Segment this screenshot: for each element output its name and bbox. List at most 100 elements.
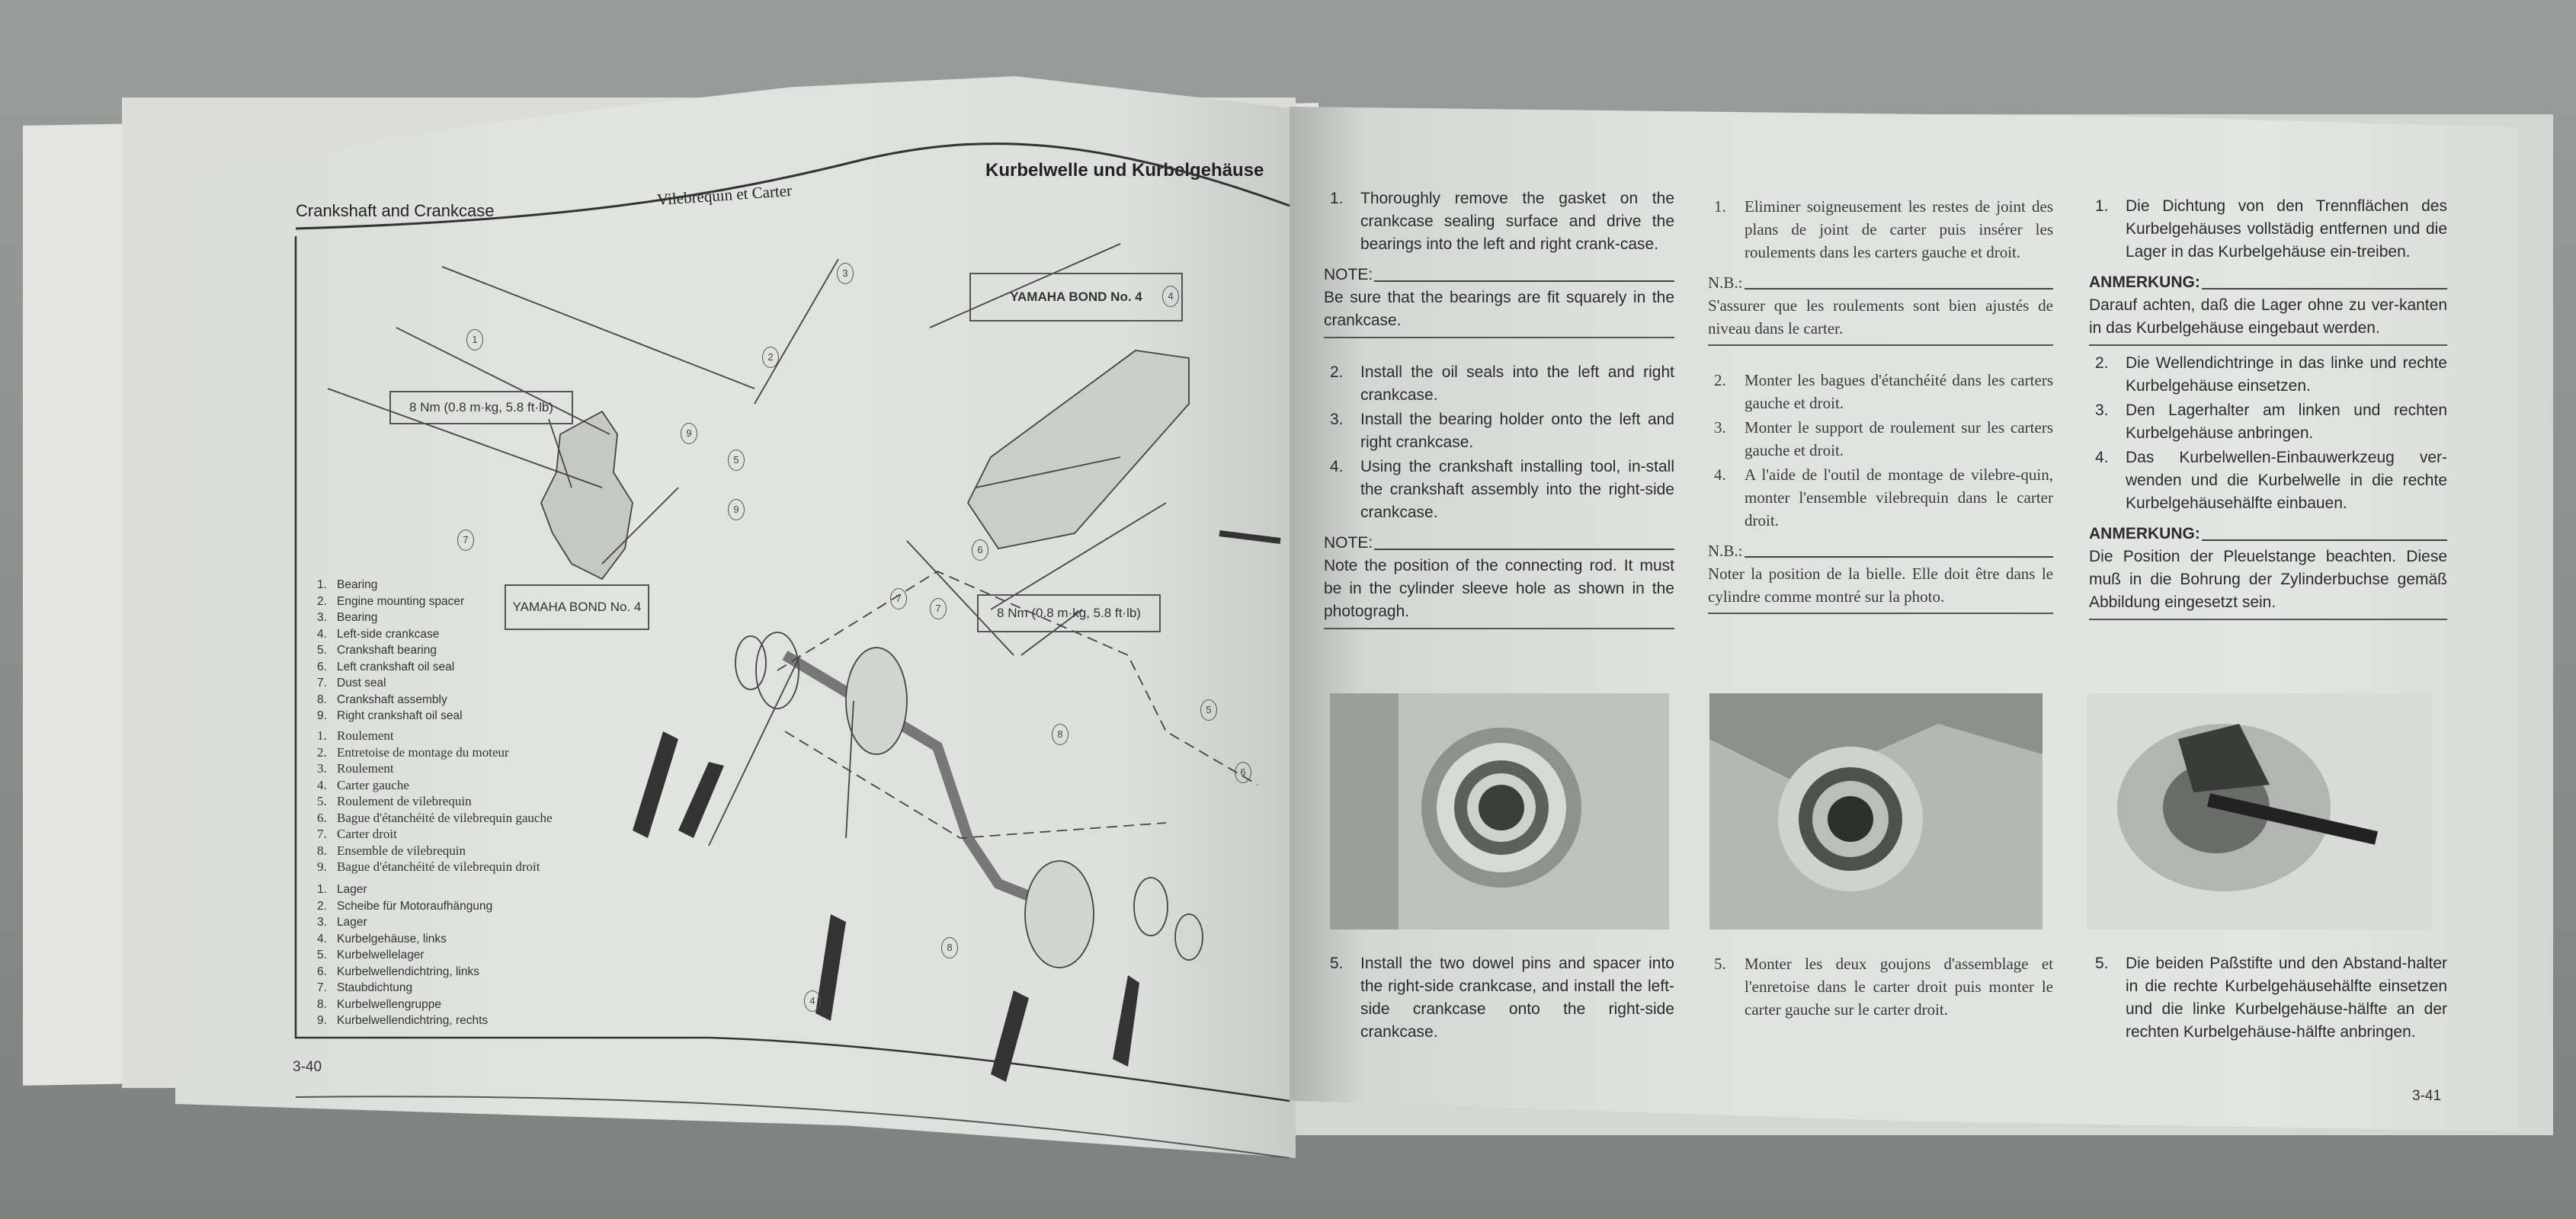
- note-text: Be sure that the bearings are fit square…: [1324, 286, 1674, 338]
- legend-item: 1.Lager: [317, 881, 744, 898]
- legend-label: Left-side crankcase: [337, 627, 440, 641]
- step-number: 4.: [2095, 449, 2109, 466]
- note-text: Darauf achten, daß die Lager ohne zu ver…: [2089, 294, 2447, 346]
- legend-item: 1.Roulement: [317, 728, 744, 744]
- step-1-text: Eliminer soigneusement les restes de joi…: [1745, 197, 2053, 261]
- legend-label: Bearing: [337, 611, 378, 624]
- legend-label: Carter droit: [337, 827, 397, 841]
- legend-item: 5.Kurbelwellelager: [317, 947, 744, 964]
- legend-number: 7.: [317, 827, 327, 841]
- legend-item: 2. Engine mounting spacer: [317, 594, 744, 610]
- step-3-text: Install the bearing holder onto the left…: [1360, 411, 1674, 451]
- photo-oil-seal-installed: [1709, 693, 2043, 929]
- legend-item: 1.Bearing: [317, 577, 744, 594]
- note-label: ANMERKUNG:: [2089, 525, 2200, 542]
- note-label: ANMERKUNG:: [2089, 274, 2200, 291]
- note-text: S'assurer que les roulements sont bien a…: [1708, 294, 2053, 346]
- legend-label: Staubdichtung: [337, 981, 413, 994]
- legend-number: 5.: [317, 644, 327, 657]
- footer-rule: [295, 1096, 1290, 1158]
- step-number: 4.: [1330, 458, 1344, 475]
- instructions-french: 1. Eliminer soigneusement les restes de j…: [1708, 195, 2053, 637]
- header-english: Crankshaft and Crankcase: [296, 201, 495, 220]
- legend-item: 2.Scheibe für Motoraufhängung: [317, 898, 744, 915]
- callout-number: 6: [1235, 762, 1251, 783]
- tool-drawings: [633, 731, 1139, 1082]
- legend-item: 3. Bearing: [317, 610, 744, 626]
- note-label: NOTE:: [1324, 534, 1373, 552]
- step-number: 1.: [1330, 190, 1344, 207]
- legend-number: 6.: [317, 965, 327, 978]
- step-number: 3.: [1714, 418, 1726, 437]
- callout-number: 5: [1200, 699, 1217, 721]
- legend-label: Lager: [337, 916, 367, 929]
- legend-label: Entretoise de montage du moteur: [337, 744, 509, 760]
- legend-label: Carter gauche: [337, 777, 409, 792]
- legend-number: 6.: [317, 810, 327, 825]
- legend-item: 9. Kurbelwellendichtring, rechts: [317, 1013, 744, 1029]
- legend-item: 3.Roulement: [317, 760, 744, 777]
- legend-number: 2.: [317, 594, 327, 608]
- legend-label: Roulement: [337, 761, 394, 776]
- legend-label: Kurbelwellendichtring, links: [337, 965, 479, 978]
- step-number: 2.: [1330, 363, 1344, 381]
- legend-number: 5.: [317, 949, 327, 961]
- step-number: 5.: [2095, 955, 2109, 972]
- step-2-text: Die Wellendichtringe in das linke und re…: [2126, 354, 2447, 395]
- tool-handle-icon: [633, 731, 678, 838]
- step-number: 3.: [2095, 402, 2109, 419]
- legend-number: 1.: [317, 578, 327, 591]
- legend-item: 4.Kurbelgehäuse, links: [317, 931, 744, 948]
- legend-label: Roulement: [337, 728, 394, 743]
- photo-crankshaft-tool: [2087, 693, 2431, 929]
- legend-label: Kurbelwellendichtring, rechts: [337, 1014, 489, 1027]
- legend-label: Crankshaft bearing: [337, 644, 437, 657]
- legend-item: 5. Crankshaft bearing: [317, 642, 744, 659]
- legend-item: 4. Left-side crankcase: [317, 626, 744, 643]
- legend-number: 3.: [317, 611, 327, 624]
- step-5-english: 5.Install the two dowel pins and spacer …: [1324, 952, 1674, 1045]
- left-page: [175, 76, 1296, 1158]
- legend-number: 6.: [317, 660, 327, 673]
- left-crankcase-drawing: [540, 410, 633, 581]
- legend-item: 6. Bague d'étanchéité de vilebrequin gauc…: [317, 810, 744, 827]
- step-number: 2.: [1714, 371, 1726, 389]
- step-2-text: Monter les bagues d'étanchéité dans les …: [1745, 371, 2053, 412]
- legend-number: 4.: [317, 627, 327, 641]
- legend-label: Kurbelgehäuse, links: [337, 932, 447, 945]
- legend-number: 5.: [317, 794, 327, 808]
- callout-number: 9: [681, 423, 697, 444]
- callout-number: 8: [1052, 724, 1069, 745]
- step-4-text: Das Kurbelwellen-Einbauwerkzeug ver-wend…: [2126, 449, 2447, 512]
- step-number: 5.: [1714, 955, 1726, 973]
- legend-label: Kurbelwellengruppe: [337, 997, 442, 1011]
- photo-bearing-installed: [1330, 693, 1669, 929]
- legend-label: Left crankshaft oil seal: [337, 660, 455, 673]
- legend-number: 9.: [317, 709, 327, 722]
- legend-item: 7.Dust seal: [317, 675, 744, 692]
- legend-number: 8.: [317, 997, 327, 1011]
- exploded-diagram: [294, 142, 1290, 1158]
- legend-label: Bague d'étanchéité de vilebrequin gauche: [337, 810, 553, 825]
- callout-number: 7: [890, 588, 907, 610]
- legend-label: Engine mounting spacer: [337, 594, 465, 608]
- instructions-english: 1.Thoroughly remove the gasket on the cr…: [1324, 187, 1674, 652]
- legend-label: Roulement de vilebrequin: [337, 794, 472, 808]
- legend-item: 4.Carter gauche: [317, 777, 744, 794]
- legend-item: 6. Left crankshaft oil seal: [317, 659, 744, 676]
- callout-number: 3: [837, 263, 854, 284]
- legend-label: Scheibe für Motoraufhängung: [337, 899, 493, 913]
- callout-number: 8: [941, 937, 958, 958]
- step-number: 1.: [1714, 197, 1726, 216]
- legend-number: 2.: [317, 744, 327, 760]
- legend-item: 8.Ensemble de vilebrequin: [317, 843, 744, 859]
- sealant-box: YAMAHA BOND No. 4: [505, 584, 649, 630]
- legend-item: 8.Crankshaft assembly: [317, 692, 744, 709]
- page-number-left: 3-40: [293, 1059, 322, 1075]
- step-2-text: Install the oil seals into the left and …: [1360, 363, 1674, 404]
- callout-number: 9: [728, 499, 745, 520]
- legend-number: 9.: [317, 1014, 327, 1027]
- torque-spec-box: 8 Nm (0.8 m·kg, 5.8 ft·lb): [977, 594, 1161, 632]
